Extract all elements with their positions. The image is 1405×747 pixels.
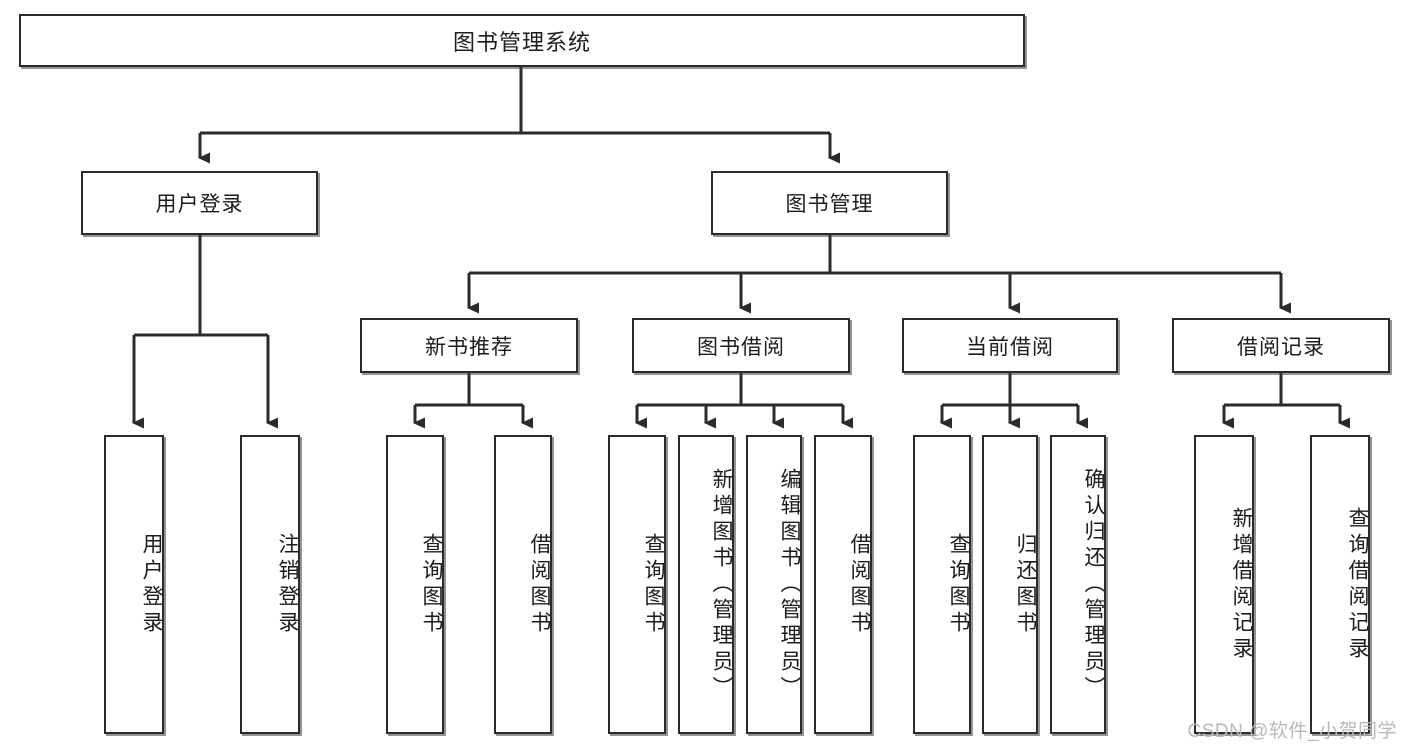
leaf-add-record[interactable]: 新增借阅记录 (1194, 435, 1254, 734)
leaf-label: 用户登录 (140, 532, 163, 637)
leaf-label: 查询图书 (947, 532, 970, 637)
node-root-system[interactable]: 图书管理系统 (19, 14, 1025, 67)
leaf-add-book[interactable]: 新增图书（管理员） (678, 435, 734, 734)
leaf-label: 借阅图书 (848, 532, 871, 637)
leaf-label: 注销登录 (276, 532, 299, 637)
leaf-label: 新增图书（管理员） (710, 467, 733, 702)
leaf-query-book-2[interactable]: 查询图书 (608, 435, 666, 734)
leaf-borrow-book-2[interactable]: 借阅图书 (814, 435, 872, 734)
leaf-query-book-1[interactable]: 查询图书 (386, 435, 444, 734)
node-book-borrow[interactable]: 图书借阅 (632, 318, 850, 373)
leaf-user-logout[interactable]: 注销登录 (240, 435, 300, 734)
leaf-label: 新增借阅记录 (1230, 506, 1253, 663)
node-user-login[interactable]: 用户登录 (81, 171, 318, 235)
leaf-label: 归还图书 (1014, 532, 1037, 637)
leaf-return-book[interactable]: 归还图书 (982, 435, 1038, 734)
leaf-query-book-3[interactable]: 查询图书 (913, 435, 971, 734)
leaf-confirm-return[interactable]: 确认归还（管理员） (1050, 435, 1106, 734)
leaf-borrow-book-1[interactable]: 借阅图书 (494, 435, 552, 734)
leaf-label: 查询图书 (642, 532, 665, 637)
node-borrow-record[interactable]: 借阅记录 (1172, 318, 1390, 373)
leaf-edit-book[interactable]: 编辑图书（管理员） (746, 435, 802, 734)
leaf-query-record[interactable]: 查询借阅记录 (1310, 435, 1370, 734)
node-book-management[interactable]: 图书管理 (711, 171, 948, 235)
node-new-book-recommend[interactable]: 新书推荐 (360, 318, 578, 373)
leaf-label: 确认归还（管理员） (1082, 467, 1105, 702)
leaf-label: 查询图书 (420, 532, 443, 637)
leaf-label: 编辑图书（管理员） (778, 467, 801, 702)
leaf-user-login[interactable]: 用户登录 (104, 435, 164, 734)
leaf-label: 借阅图书 (528, 532, 551, 637)
node-current-borrow[interactable]: 当前借阅 (902, 318, 1118, 373)
leaf-label: 查询借阅记录 (1346, 506, 1369, 663)
